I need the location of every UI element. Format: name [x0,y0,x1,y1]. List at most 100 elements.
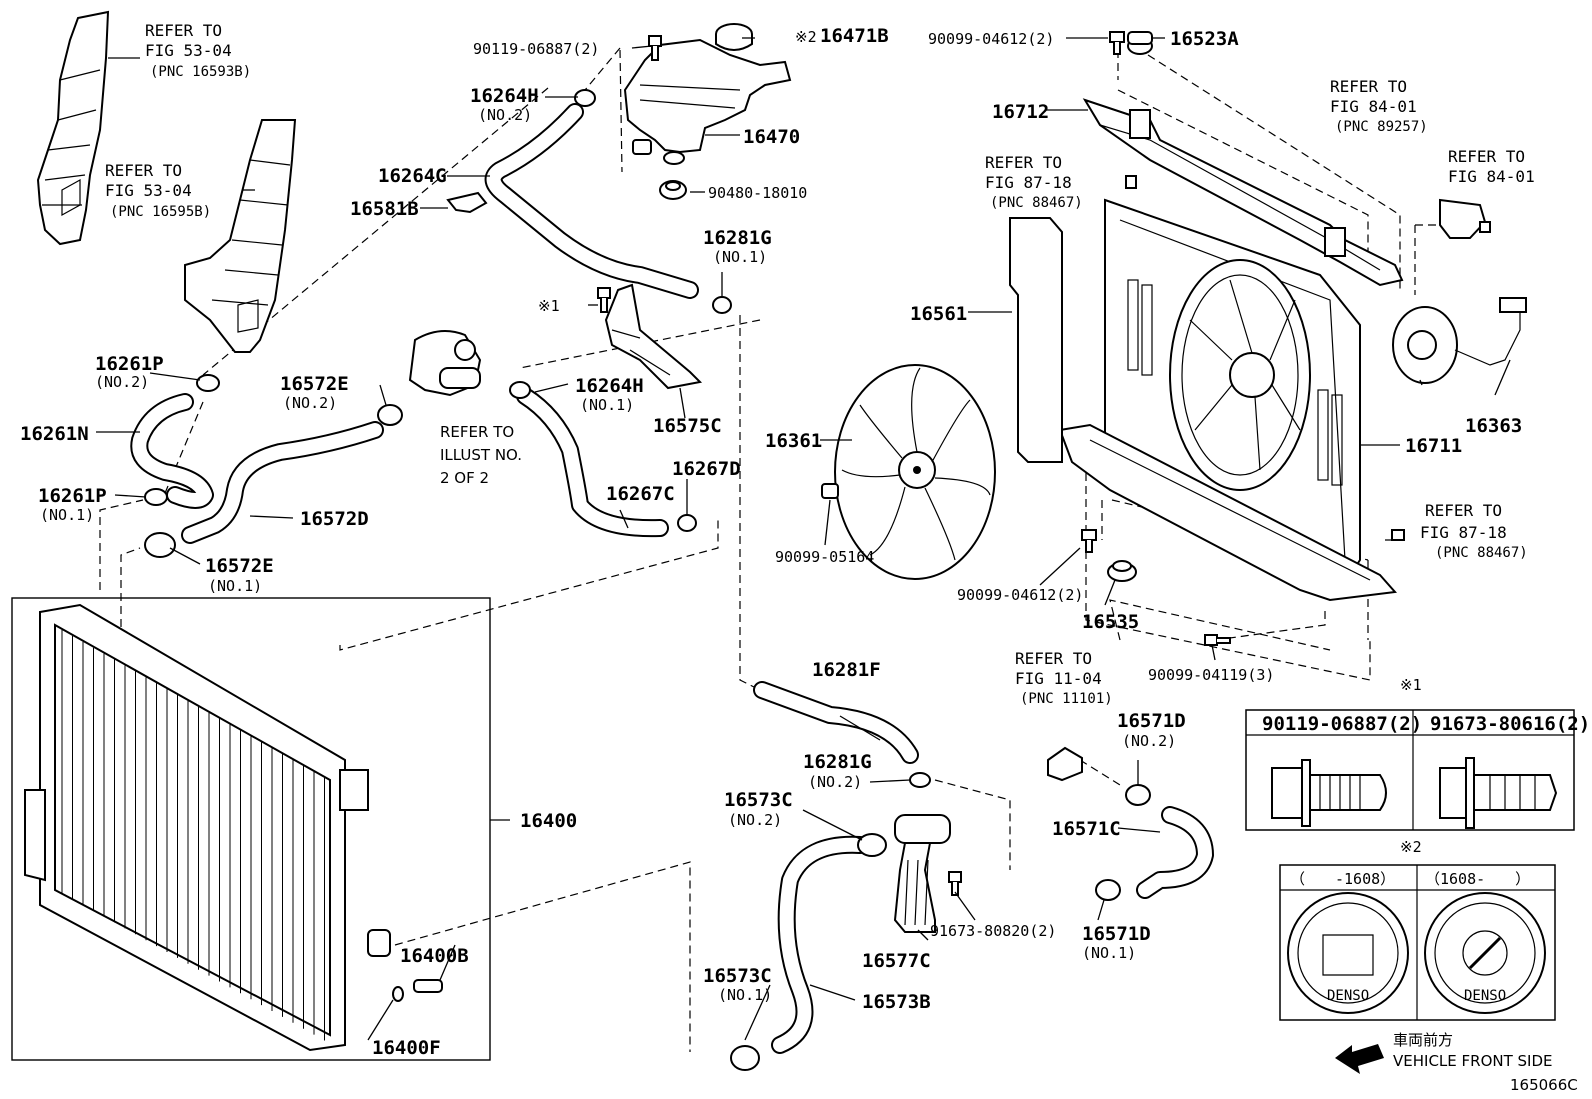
label-90099-04119: 90099-04119(3) [1148,666,1274,684]
bolt-91673-80820 [948,871,962,896]
label-mark1: ※1 [538,297,560,315]
hose-clip-16261P-upper [196,374,220,392]
radiator-hose-16572D [181,421,384,544]
label-90099-04612-lower: 90099-04612(2) [957,586,1083,604]
hose-clip-16261P-lower [144,488,168,506]
label-16281G-no2: (NO.2) [808,773,862,791]
vehicle-front-jp: 車両前方 [1393,1031,1453,1049]
radiator-support-lower [1058,423,1398,602]
label-16267D: 16267D [672,458,741,480]
hose-clip-16571D-upper [1125,784,1151,806]
label-16400B: 16400B [400,945,469,967]
svg-text:2 OF 2: 2 OF 2 [440,469,489,487]
bolt-90099-04612-bottom [1081,529,1097,553]
label-16523A: 16523A [1170,28,1239,50]
ref-fig8401-lower: REFER TO FIG 84-01 [1448,147,1535,186]
svg-text:(PNC 88467): (PNC 88467) [1435,545,1528,561]
vehicle-front-en: VEHICLE FRONT SIDE [1393,1052,1553,1070]
label-90480-18010: 90480-18010 [708,184,807,202]
svg-text:FIG 87-18: FIG 87-18 [985,173,1072,192]
label-16264G: 16264G [378,165,447,187]
svg-text:REFER TO: REFER TO [985,153,1062,172]
label-16261P-no2: (NO.2) [95,373,149,391]
svg-text:DENSO: DENSO [1464,988,1506,1004]
pipe-fig1104 [1047,746,1083,782]
radiator-hose-16261N [130,393,214,509]
grommet-16523A [1127,31,1153,55]
fan-motor [1392,297,1527,384]
bolt-mark1 [597,287,611,313]
label-16573C-no1: (NO.1) [718,986,772,1004]
svg-text:FIG 11-04: FIG 11-04 [1015,669,1102,688]
label-16571D-no1: (NO.1) [1082,944,1136,962]
label-16261P-upper: 16261P [95,353,164,375]
water-inlet-16577C [893,814,951,933]
label-16363: 16363 [1465,415,1522,437]
label-16572E-no1: (NO.1) [208,577,262,595]
label-16267C: 16267C [606,483,675,505]
svg-text:REFER TO: REFER TO [145,21,222,40]
reservoir-tank [623,38,792,165]
label-16400F: 16400F [372,1037,441,1059]
label-16471B: 16471B [820,25,889,47]
label-16572E-no2: (NO.2) [283,394,337,412]
label-91673-80820: 91673-80820(2) [930,922,1056,940]
label-16575C: 16575C [653,415,722,437]
fan-relay-connector [1439,198,1491,239]
label-16577C: 16577C [862,950,931,972]
label-16281G-no1: (NO.1) [713,248,767,266]
svg-text:FIG 87-18: FIG 87-18 [1420,523,1507,542]
svg-text:REFER TO: REFER TO [440,423,514,441]
label-16581B: 16581B [350,198,419,220]
label-16573B: 16573B [862,991,931,1013]
reservoir-hose [484,103,699,299]
label-16281F: 16281F [812,659,881,681]
label-16361: 16361 [765,430,822,452]
ref-fig5304-lower: REFER TO FIG 53-04 (PNC 16595B) [105,161,211,220]
label-16711: 16711 [1405,435,1462,457]
hose-clamp-16573C-lower [730,1045,760,1071]
label-16400: 16400 [520,810,577,832]
radiator-outlet-pipe [367,929,391,957]
leader-lines [96,37,1511,1041]
cap-new-drawing: DENSO [1424,892,1546,1014]
label-16264H-upper: 16264H [470,85,539,107]
radiator-hose-16573B [771,835,869,1054]
clip-fig8718-upper [1125,175,1137,189]
cooling-fan [834,364,996,580]
ref-fig5304-upper: REFER TO FIG 53-04 (PNC 16593B) [145,21,251,80]
hose-clip-16571D-lower [1095,879,1121,901]
svg-text:DENSO: DENSO [1327,988,1369,1004]
cap-old-drawing: DENSO [1287,892,1409,1014]
label-16561: 16561 [910,303,967,325]
seal-16561 [1009,217,1063,463]
hose-clamp-16573C-upper [857,833,887,857]
hose-clamp-16581B [446,191,488,214]
label-16261P-no1: (NO.1) [40,506,94,524]
radiator-box [11,597,491,1061]
refer-notes: REFER TO FIG 53-04 (PNC 16593B) REFER TO… [105,21,1535,707]
cap-table-mark: ※2 [1400,838,1422,856]
bolt-table-col1: 90119-06887(2) [1262,713,1422,735]
label-16573C-lower: 16573C [703,965,772,987]
label-16571D-upper: 16571D [1117,710,1186,732]
ref-fig8401-upper: REFER TO FIG 84-01 (PNC 89257) [1330,77,1428,135]
svg-text:FIG 53-04: FIG 53-04 [105,181,192,200]
svg-text:REFER TO: REFER TO [1448,147,1525,166]
figure-id: 165066C [1510,1076,1578,1094]
svg-text:REFER TO: REFER TO [105,161,182,180]
label-16573C-upper: 16573C [724,789,793,811]
air-guide-plate-lower [184,119,297,353]
bolt-washer-drawing [1439,757,1558,829]
bolt-90099-04119 [1204,634,1231,646]
label-16572E-lower: 16572E [205,555,274,577]
label-16571D-no2: (NO.2) [1122,732,1176,750]
svg-text:ILLUST NO.: ILLUST NO. [440,446,522,464]
label-mark2: ※2 [795,28,817,46]
hose-clip-16267D [677,514,697,532]
label-16261N: 16261N [20,423,89,445]
label-16264H-lower: 16264H [575,375,644,397]
svg-text:(PNC 88467): (PNC 88467) [990,195,1083,211]
front-arrow-icon [1335,1044,1384,1074]
